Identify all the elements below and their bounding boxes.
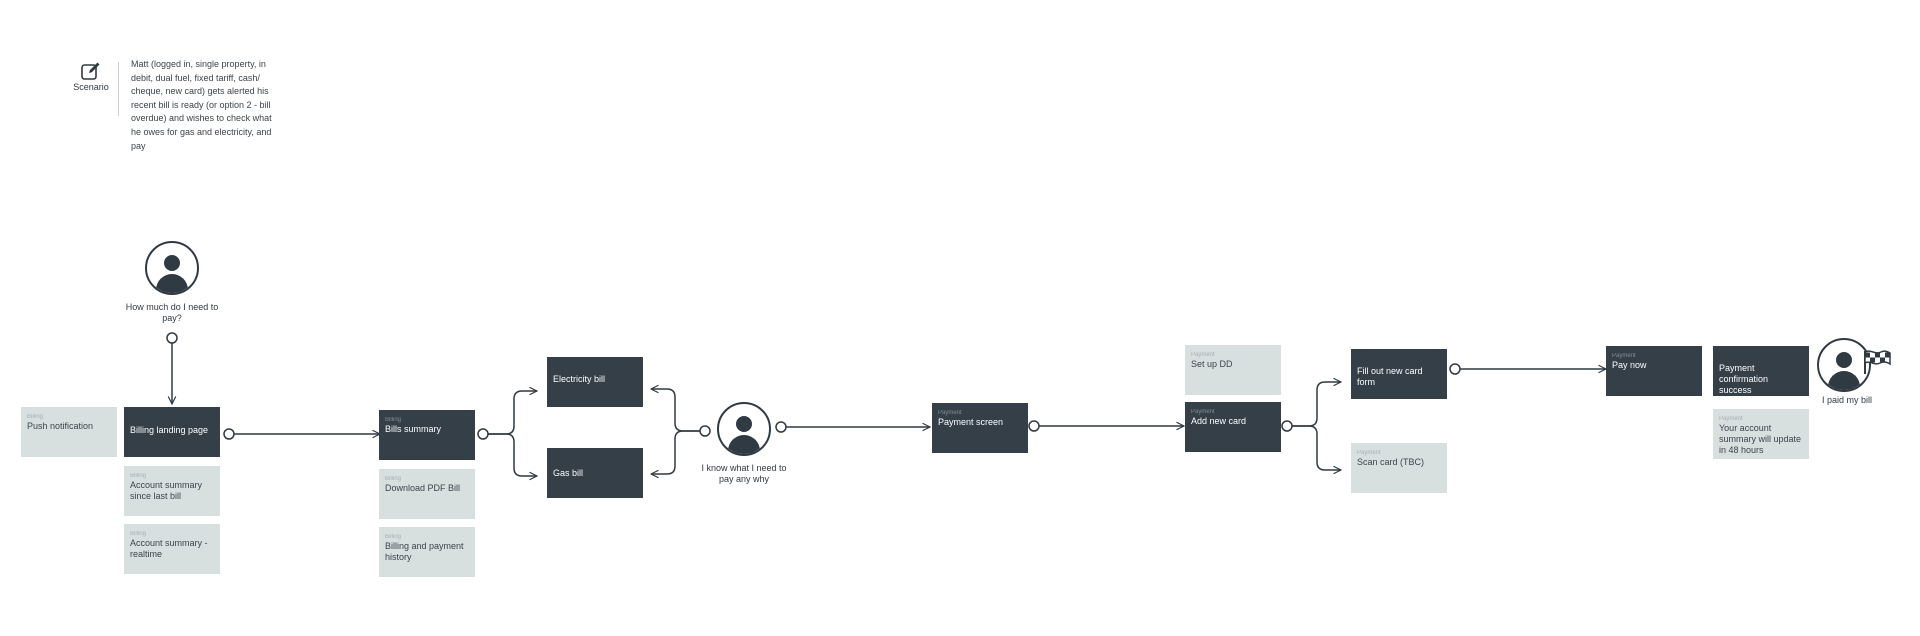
persona-start-label: How much do I need to pay? xyxy=(125,302,219,323)
persona-body xyxy=(728,435,760,454)
step-category: Payment xyxy=(1191,352,1215,358)
step-title: Scan card (TBC) xyxy=(1357,457,1425,467)
step-scan-card[interactable]: Payment Scan card (TBC) xyxy=(1351,443,1447,493)
step-bills-summary[interactable]: Billing Bills summary xyxy=(379,410,475,460)
step-category: Payment xyxy=(1719,416,1743,422)
connector-merge xyxy=(651,430,700,474)
step-title: Add new card xyxy=(1191,416,1247,426)
persona-end-label: I paid my bill xyxy=(1821,395,1873,405)
step-download-pdf-bill[interactable]: Billing Download PDF Bill xyxy=(379,469,475,519)
connector-node xyxy=(775,421,787,433)
step-category: Billing xyxy=(385,476,402,482)
persona-middle-label: I know what I need to pay any why xyxy=(701,463,787,484)
persona-start-avatar xyxy=(145,241,199,295)
step-gas-bill[interactable]: Gas bill xyxy=(547,448,643,498)
step-category: Billing xyxy=(385,534,402,540)
step-title: Bills summary xyxy=(385,424,442,434)
connector-node xyxy=(1449,363,1461,375)
connector-node xyxy=(1281,420,1293,432)
connector-branch xyxy=(488,391,537,435)
step-category: Payment xyxy=(938,410,962,416)
step-title: Your account summary will update in 48 h… xyxy=(1719,423,1802,455)
scenario-description: Matt (logged in, single property, in deb… xyxy=(131,59,272,151)
step-title: Fill out new card form xyxy=(1357,366,1423,387)
step-category: Billing xyxy=(130,531,147,537)
step-title: Payment confirmation success xyxy=(1719,363,1769,395)
step-add-new-card[interactable]: Payment Add new card xyxy=(1185,402,1281,452)
persona-head xyxy=(1836,352,1852,368)
step-account-summary-realtime[interactable]: Billing Account summary - realtime xyxy=(124,524,220,574)
step-fill-out-card-form[interactable]: Fill out new card form xyxy=(1351,349,1447,399)
step-category: Payment xyxy=(1191,409,1215,415)
scenario-divider xyxy=(118,62,119,116)
connector-node xyxy=(477,428,489,440)
step-category: Payment xyxy=(1612,353,1636,359)
step-category: Billing xyxy=(385,417,402,423)
persona-end-avatar xyxy=(1817,338,1871,392)
step-title: Electricity bill xyxy=(553,374,606,384)
edit-icon xyxy=(81,62,100,80)
step-title: Set up DD xyxy=(1191,359,1233,369)
connector-node xyxy=(699,425,711,437)
step-category: Billing xyxy=(130,473,147,479)
persona-head xyxy=(164,255,180,271)
step-electricity-bill[interactable]: Electricity bill xyxy=(547,357,643,407)
connector-node xyxy=(223,428,235,440)
step-push-notification[interactable]: Billing Push notification xyxy=(21,407,117,457)
step-payment-screen[interactable]: Payment Payment screen xyxy=(932,403,1028,453)
step-set-up-dd[interactable]: Payment Set up DD xyxy=(1185,345,1281,395)
persona-body xyxy=(156,274,188,293)
step-title: Pay now xyxy=(1612,360,1647,370)
connector-node xyxy=(166,332,178,344)
step-payment-confirmation[interactable]: Payment confirmation success xyxy=(1713,346,1809,396)
step-billing-payment-history[interactable]: Billing Billing and payment history xyxy=(379,527,475,577)
step-title: Account summary - realtime xyxy=(130,538,208,559)
step-title: Account summary since last bill xyxy=(130,480,203,501)
step-title: Payment screen xyxy=(938,417,1004,427)
step-category: Billing xyxy=(27,414,44,420)
step-title: Billing and payment history xyxy=(385,541,464,562)
connector-node xyxy=(1028,420,1040,432)
persona-body xyxy=(1828,371,1860,390)
persona-middle-avatar xyxy=(717,402,771,456)
step-title: Gas bill xyxy=(553,468,584,478)
scenario-label: Scenario xyxy=(73,82,109,92)
step-summary-update[interactable]: Payment Your account summary will update… xyxy=(1713,409,1809,459)
step-title: Download PDF Bill xyxy=(385,483,461,493)
checkered-flag-icon xyxy=(1864,350,1891,374)
connector-branch xyxy=(1292,382,1341,427)
step-title: Push notification xyxy=(27,421,94,431)
step-billing-landing-page[interactable]: Billing landing page xyxy=(124,407,220,457)
connector-branch xyxy=(1292,425,1341,470)
step-category: Payment xyxy=(1357,450,1381,456)
step-title: Billing landing page xyxy=(130,425,209,435)
step-account-summary-last-bill[interactable]: Billing Account summary since last bill xyxy=(124,466,220,516)
connector-merge xyxy=(651,389,700,432)
step-pay-now[interactable]: Payment Pay now xyxy=(1606,346,1702,396)
persona-head xyxy=(736,416,752,432)
connector-branch xyxy=(488,433,537,476)
